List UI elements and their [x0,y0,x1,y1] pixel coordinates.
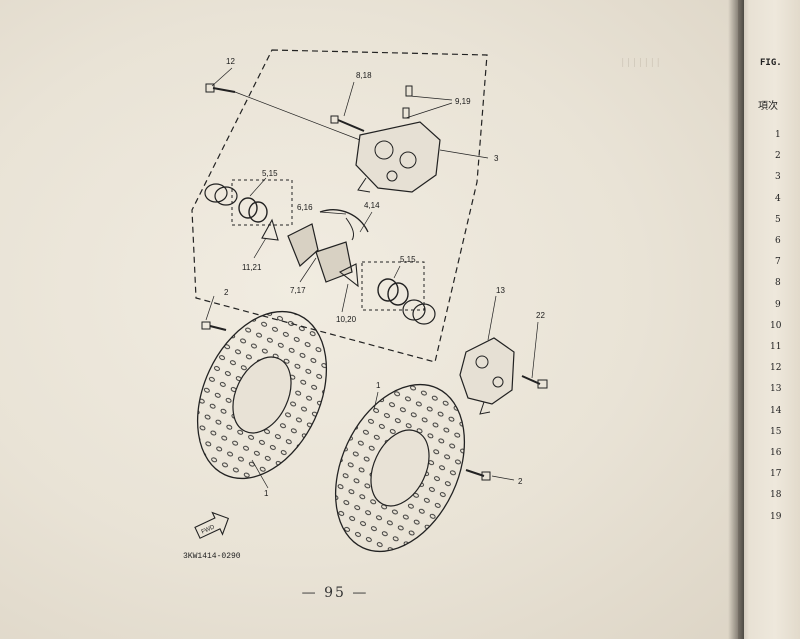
facing-column-header: 項次 [758,101,778,112]
label-2-right: 2 [518,477,523,486]
leader-lines [205,67,539,489]
brake-disc-left [196,310,328,480]
label-5-15-lower: 5,15 [400,255,416,264]
caliper-body-front [459,337,515,415]
piston-set-left [204,179,293,226]
facing-row-number: 8 [775,278,781,289]
label-2-left: 2 [224,288,229,297]
facing-row-number: 2 [775,151,781,162]
label-13: 13 [496,286,505,295]
facing-page [738,0,800,639]
fwd-label: FWD [201,524,217,535]
facing-row-number: 3 [775,172,781,183]
bleed-screws [402,85,453,119]
brake-disc-right [334,383,466,553]
label-5-15-upper: 5,15 [262,169,278,178]
facing-row-number: 16 [770,448,782,458]
caliper-kit-outline [191,49,488,363]
brake-pads [287,223,353,283]
disc-bolt-right [465,469,491,481]
label-8-18: 8,18 [356,71,372,80]
facing-row-number: 9 [775,299,781,310]
facing-row-number: 14 [770,405,782,416]
caliper-pin-bolt [330,115,365,132]
forward-arrow-icon: FWD [194,511,230,539]
facing-row-number: 13 [770,384,782,395]
piston-set-right [361,261,436,325]
facing-row-number: 17 [770,469,782,480]
facing-row-number: 10 [770,320,782,331]
facing-row-number: 1 [775,130,781,140]
facing-row-number: 6 [775,236,781,246]
label-11-21: 11,21 [242,263,262,272]
facing-fig-label: FIG. [760,58,782,68]
facing-row-number: 7 [775,257,781,268]
label-10-20: 10,20 [336,315,357,324]
label-22: 22 [536,311,545,320]
caliper-body-upper [355,121,441,193]
label-1-left: 1 [264,489,269,498]
piston-seal [261,218,279,241]
facing-row-number: 18 [770,490,782,501]
exploded-brake-diagram: 12 8,18 9,19 3 5,15 6,16 4,14 11,21 7,17… [191,49,548,553]
label-9-19: 9,19 [455,97,471,106]
facing-row-number: 11 [770,342,782,352]
pad-spring [319,209,369,233]
facing-row-number: 5 [775,214,781,225]
facing-row-number: 12 [770,363,782,374]
caliper-mount-bolt [521,375,548,389]
label-3: 3 [494,154,499,163]
label-12: 12 [226,57,235,66]
label-7-17: 7,17 [290,286,306,295]
facing-row-number: 19 [770,511,782,522]
pad-shim [338,263,359,288]
caliper-bolt [205,83,361,141]
disc-bolt-left [201,321,227,331]
label-6-16: 6,16 [297,203,313,212]
label-4-14: 4,14 [364,201,380,210]
book-spine-shadow [728,0,744,639]
label-1-right: 1 [376,381,381,390]
drawing-code: 3KW1414-0290 [183,552,241,561]
facing-row-number: 15 [770,426,782,437]
facing-row-number: 4 [775,193,781,204]
page-number: — 95 — [301,585,369,601]
